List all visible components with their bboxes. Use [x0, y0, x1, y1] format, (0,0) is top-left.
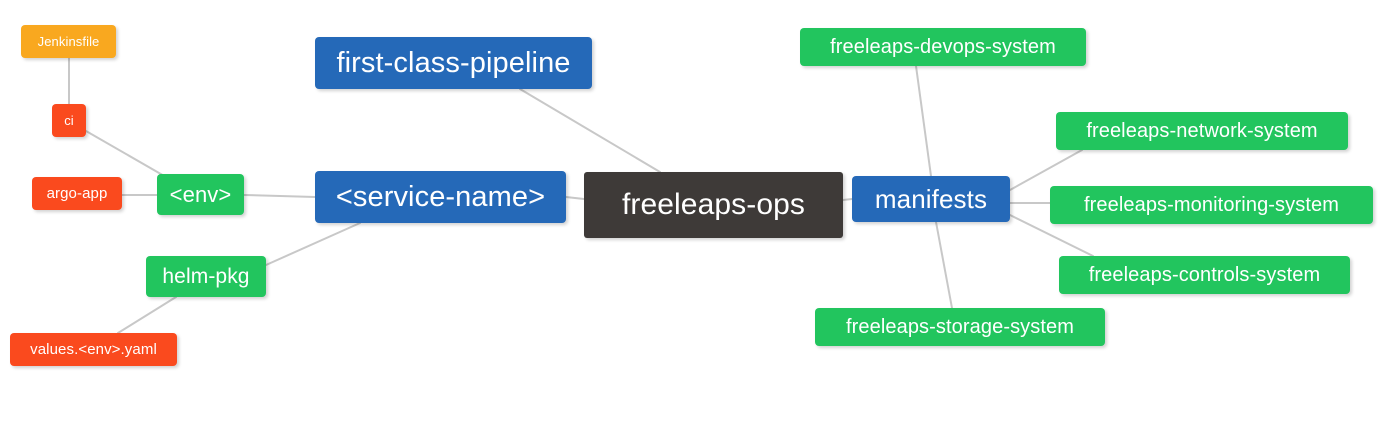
node-label-manifests: manifests: [874, 184, 988, 214]
node-label-jenkinsfile: Jenkinsfile: [37, 34, 100, 49]
edge-values-yaml-to-helm-pkg: [117, 296, 177, 334]
node-freeleaps-ops[interactable]: freeleaps-ops: [584, 172, 843, 238]
node-freeleaps-devops-system[interactable]: freeleaps-devops-system: [800, 28, 1086, 66]
node-manifests[interactable]: manifests: [852, 176, 1010, 222]
edge-manifests-to-freeleaps-storage-system: [935, 221, 953, 309]
node-first-class-pipeline[interactable]: first-class-pipeline: [315, 37, 592, 89]
edge-manifests-to-freeleaps-devops-system: [915, 65, 932, 177]
node-freeleaps-monitoring-system[interactable]: freeleaps-monitoring-system: [1050, 186, 1373, 224]
node-helm-pkg[interactable]: helm-pkg: [146, 256, 266, 297]
node-label-freeleaps-devops-system: freeleaps-devops-system: [830, 36, 1056, 58]
node-label-freeleaps-controls-system: freeleaps-controls-system: [1088, 264, 1321, 286]
edge-service-name-to-freeleaps-ops: [565, 196, 585, 200]
node-label-env: <env>: [169, 181, 232, 207]
node-freeleaps-storage-system[interactable]: freeleaps-storage-system: [815, 308, 1105, 346]
node-label-freeleaps-storage-system: freeleaps-storage-system: [845, 316, 1075, 338]
node-freeleaps-network-system[interactable]: freeleaps-network-system: [1056, 112, 1348, 150]
node-label-freeleaps-network-system: freeleaps-network-system: [1086, 120, 1318, 142]
edge-helm-pkg-to-service-name: [265, 222, 361, 266]
node-label-argo-app: argo-app: [46, 185, 108, 202]
node-jenkinsfile[interactable]: Jenkinsfile: [21, 25, 116, 58]
node-label-freeleaps-ops: freeleaps-ops: [621, 188, 806, 221]
node-label-helm-pkg: helm-pkg: [162, 265, 250, 288]
node-service-name[interactable]: <service-name>: [315, 171, 566, 223]
edge-ci-to-env: [85, 130, 167, 178]
node-env[interactable]: <env>: [157, 174, 244, 215]
edge-env-to-service-name: [243, 194, 316, 198]
node-label-values-yaml: values.<env>.yaml: [30, 341, 157, 358]
node-label-ci: ci: [64, 113, 74, 128]
edge-freeleaps-ops-to-manifests: [842, 198, 853, 201]
node-label-freeleaps-monitoring-system: freeleaps-monitoring-system: [1083, 194, 1339, 216]
edge-first-class-pipeline-to-freeleaps-ops: [519, 88, 661, 173]
node-ci[interactable]: ci: [52, 104, 86, 137]
node-label-first-class-pipeline: first-class-pipeline: [336, 46, 571, 79]
node-freeleaps-controls-system[interactable]: freeleaps-controls-system: [1059, 256, 1350, 294]
node-label-service-name: <service-name>: [335, 180, 546, 213]
edge-manifests-to-freeleaps-network-system: [1009, 149, 1083, 191]
node-values-yaml[interactable]: values.<env>.yaml: [10, 333, 177, 366]
node-argo-app[interactable]: argo-app: [32, 177, 122, 210]
